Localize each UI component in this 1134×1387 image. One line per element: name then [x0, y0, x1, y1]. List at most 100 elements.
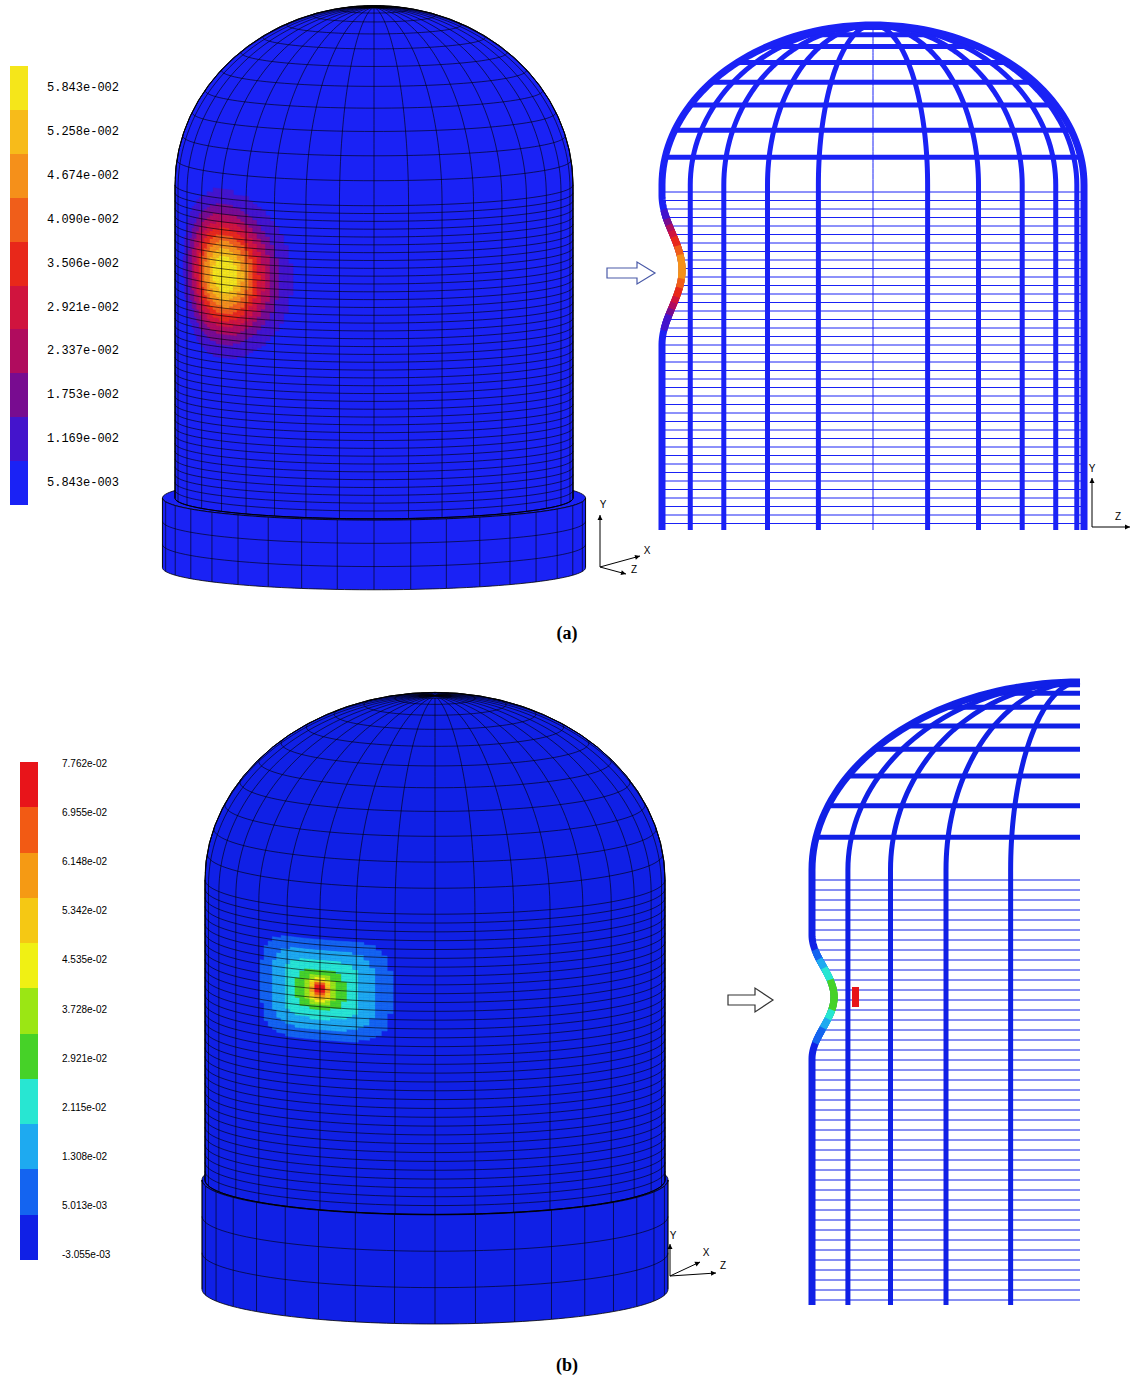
- mesh-line: [222, 70, 527, 87]
- shell-body: [175, 6, 573, 519]
- mesh-line: [613, 1202, 614, 1311]
- mesh-line: [162, 498, 163, 568]
- mesh-line: [175, 404, 573, 425]
- mesh-line: [263, 35, 486, 48]
- mesh-line: [394, 1214, 395, 1323]
- contour-cell: [186, 226, 188, 229]
- mesh-line: [285, 1207, 286, 1316]
- mesh-line: [374, 7, 478, 32]
- shell-model-b: [202, 692, 668, 1324]
- mesh-line: [374, 520, 375, 590]
- mesh-line: [192, 112, 556, 131]
- mesh-line: [162, 544, 585, 566]
- mesh-line: [374, 7, 375, 206]
- mesh-line: [175, 279, 573, 300]
- mesh-line: [435, 1215, 436, 1324]
- mesh-line: [175, 294, 573, 315]
- contour-cell: [219, 189, 226, 195]
- mesh-line: [175, 467, 573, 488]
- mesh-line: [318, 1210, 319, 1319]
- mesh-line: [175, 232, 573, 253]
- shell-body: [205, 692, 665, 1214]
- mesh-line: [175, 208, 573, 229]
- mesh-line: [175, 287, 573, 308]
- mesh-line: [509, 515, 510, 585]
- mesh-line: [175, 357, 573, 378]
- mesh-line: [475, 1214, 476, 1323]
- mesh-line: [175, 443, 573, 464]
- mesh-line: [313, 13, 436, 22]
- contour-fill: [260, 935, 393, 1042]
- contour-cell: [188, 218, 190, 221]
- mesh-line: [241, 51, 507, 66]
- mesh-line: [238, 515, 239, 585]
- mesh-line: [175, 412, 573, 433]
- mesh-line: [374, 7, 570, 189]
- mesh-line: [636, 1197, 637, 1306]
- contour-cell: [284, 245, 289, 248]
- mesh-line: [175, 326, 573, 347]
- contour-cell: [281, 935, 286, 938]
- mesh-line: [256, 1202, 257, 1311]
- mesh-line: [205, 90, 543, 109]
- mesh-line: [202, 1216, 668, 1251]
- mesh-line: [211, 512, 212, 582]
- mesh-line: [222, 7, 374, 198]
- mesh-line: [175, 271, 573, 292]
- mesh-line: [175, 193, 573, 214]
- contour-cell: [194, 204, 196, 207]
- contour-cell: [199, 197, 202, 200]
- mesh-line: [301, 519, 302, 589]
- contour-cell: [253, 204, 257, 207]
- mesh-line: [233, 1197, 234, 1306]
- mesh-line: [183, 136, 566, 156]
- mesh-line: [446, 519, 447, 589]
- mesh-line: [551, 1210, 552, 1319]
- mesh-line: [175, 381, 573, 402]
- mesh-line: [216, 1192, 217, 1301]
- contour-cell: [213, 188, 219, 194]
- mesh-line: [175, 334, 573, 355]
- mesh-line: [175, 506, 176, 576]
- mesh-line: [270, 7, 374, 32]
- mesh-line: [175, 428, 573, 449]
- mesh-line: [165, 502, 166, 572]
- mesh-line: [479, 517, 480, 587]
- mesh-line: [355, 1213, 356, 1322]
- mesh-line: [572, 506, 573, 576]
- mesh-line: [202, 1180, 203, 1289]
- mesh-line: [190, 509, 191, 579]
- contour-cell: [270, 221, 274, 224]
- mesh-line: [339, 7, 408, 13]
- mesh-line: [175, 248, 573, 269]
- mesh-line: [175, 373, 573, 394]
- mesh-line: [175, 185, 573, 206]
- mesh-line: [536, 512, 537, 582]
- mesh-line: [175, 216, 573, 237]
- mesh-line: [178, 7, 374, 189]
- mesh-line: [582, 502, 583, 572]
- mesh-line: [374, 7, 474, 203]
- mesh-line: [175, 240, 573, 261]
- contour-cell: [260, 960, 264, 963]
- mesh-line: [339, 7, 374, 206]
- mesh-line: [202, 1253, 668, 1288]
- mesh-line: [175, 490, 573, 511]
- mesh-line: [557, 509, 558, 579]
- mesh-line: [175, 201, 573, 222]
- contour-cell: [268, 941, 272, 944]
- mesh-line: [653, 1192, 654, 1301]
- contour-cell: [190, 211, 192, 214]
- mesh-line: [162, 521, 585, 543]
- mesh-line: [306, 7, 374, 205]
- mesh-line: [175, 451, 573, 472]
- mesh-line: [585, 498, 586, 568]
- mesh-line: [202, 7, 374, 196]
- mesh-line: [175, 318, 573, 339]
- mesh-line: [175, 482, 573, 503]
- mesh-line: [337, 520, 338, 590]
- mesh-line: [175, 435, 573, 456]
- mesh-line: [205, 1186, 206, 1295]
